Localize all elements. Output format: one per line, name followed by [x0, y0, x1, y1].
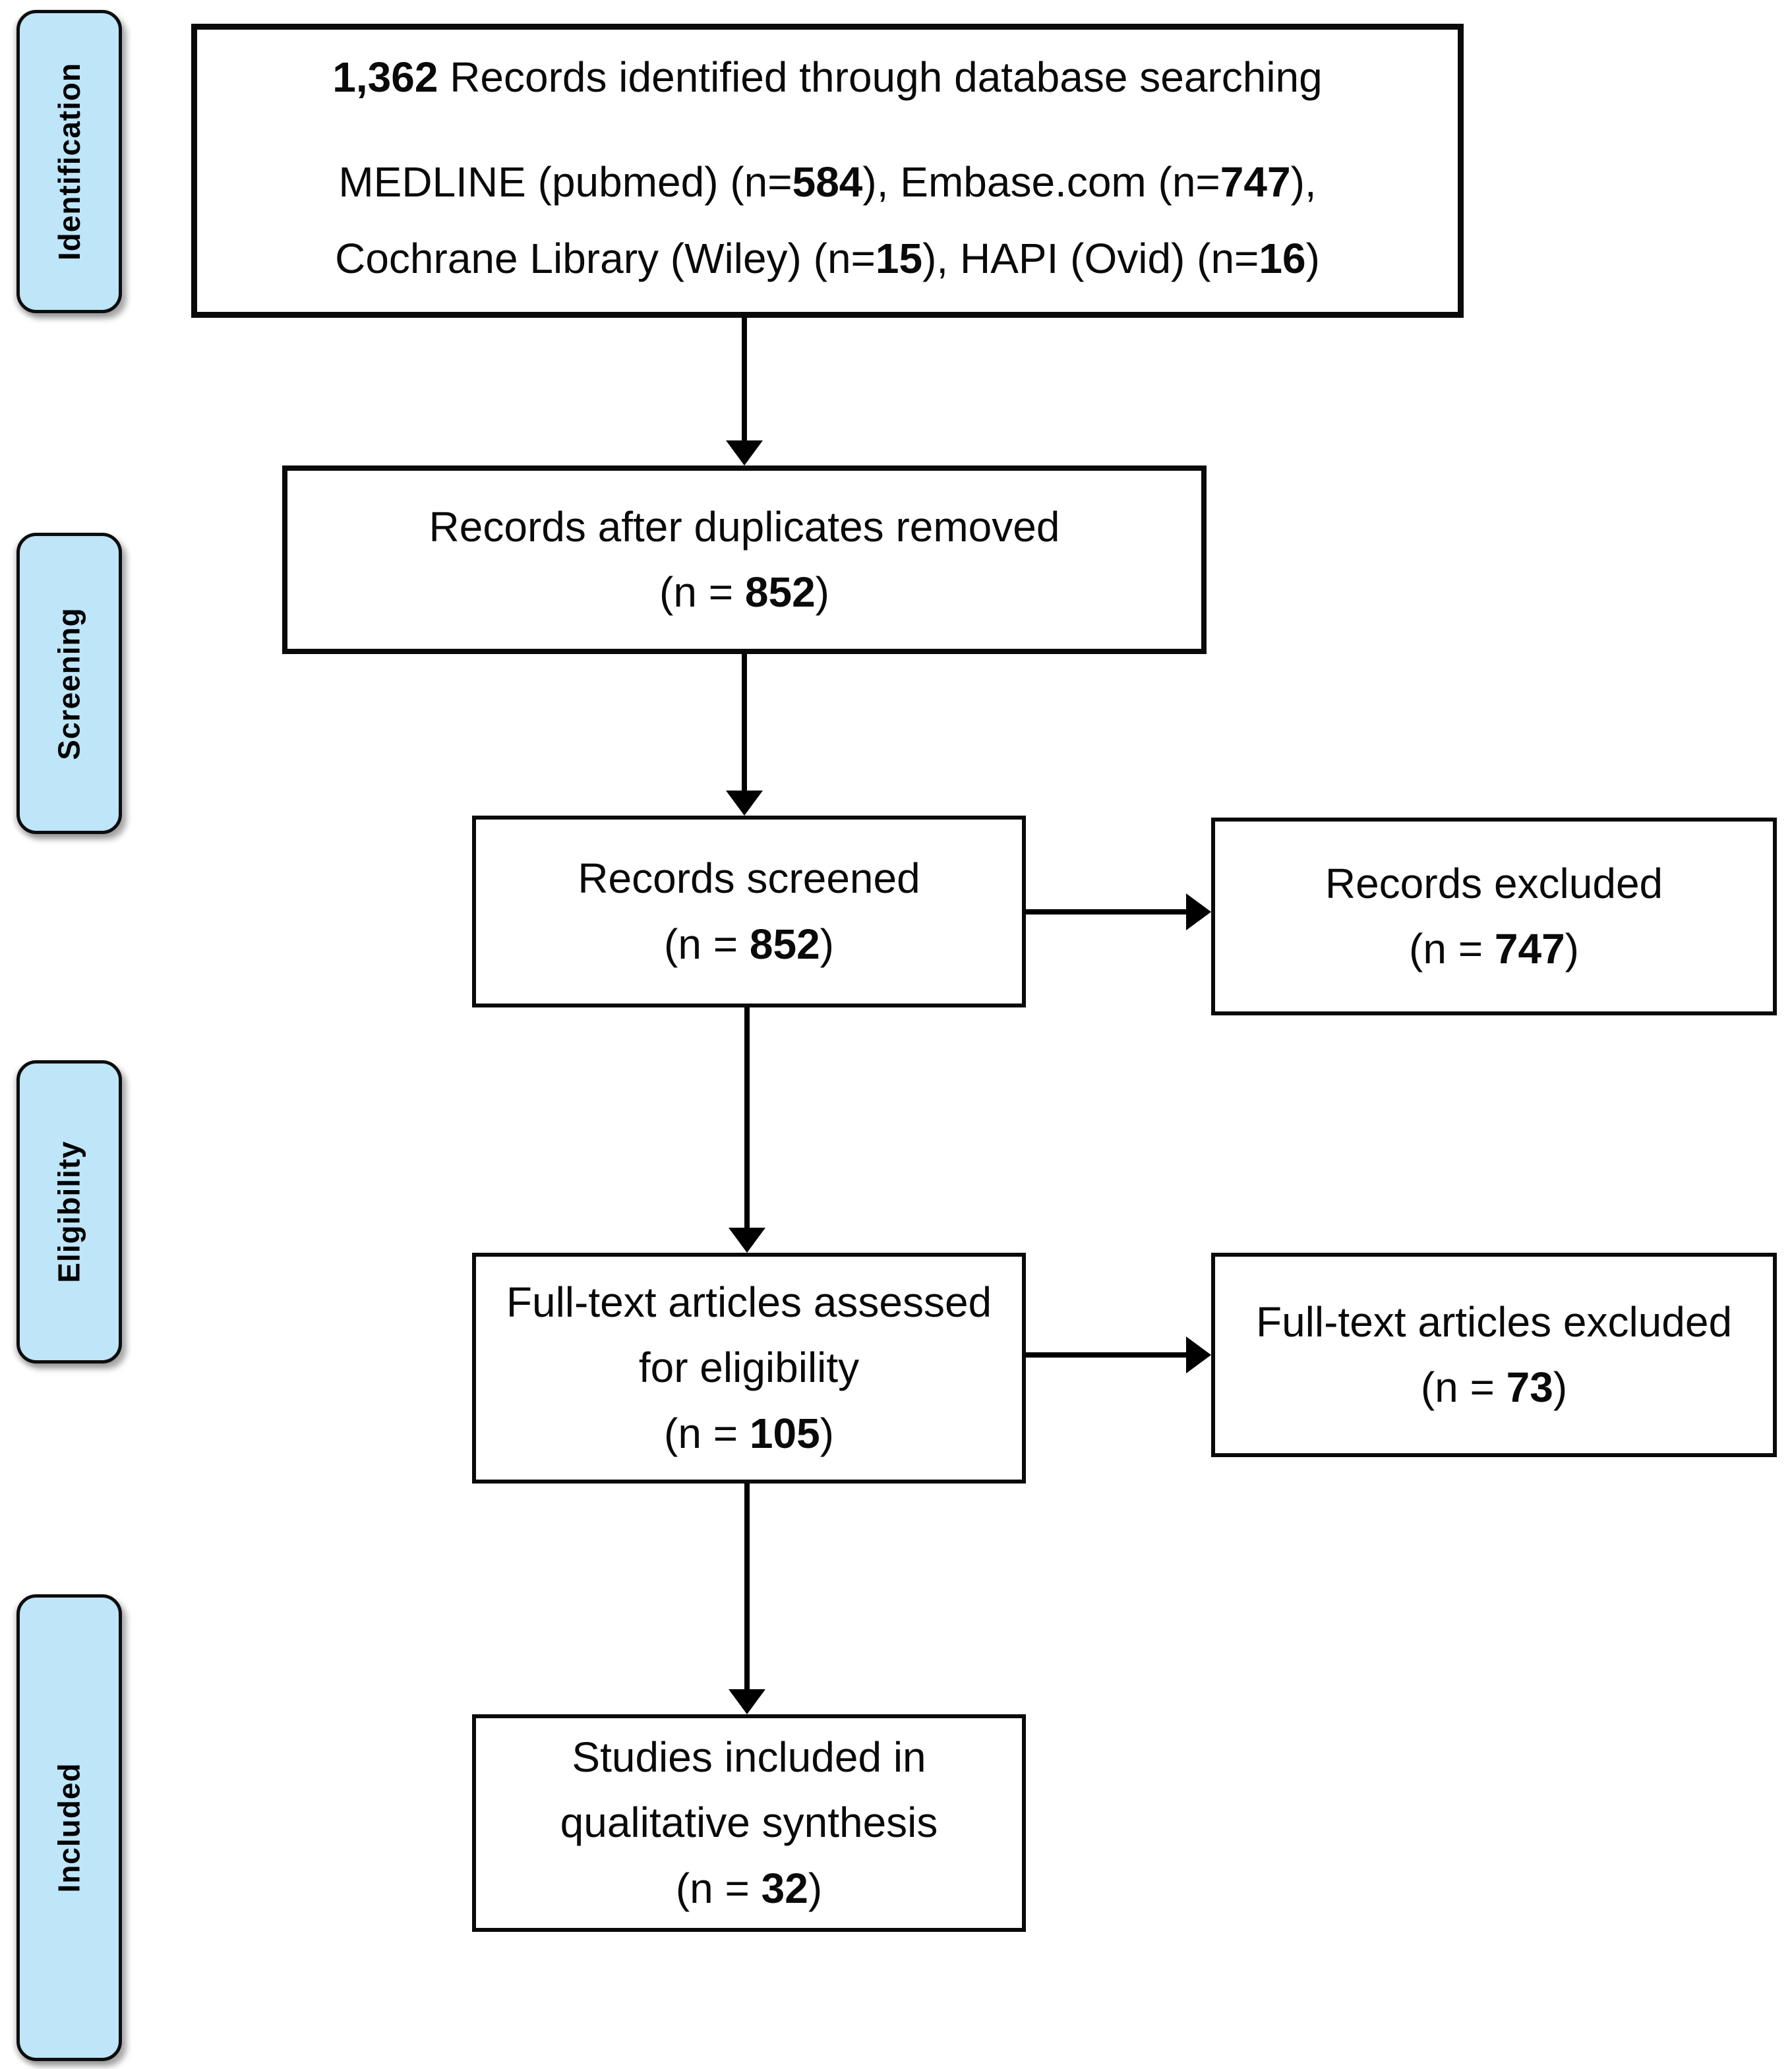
box-fulltext-excluded: Full-text articles excluded (n = 73): [1211, 1253, 1777, 1457]
arrow-head-down-icon: [726, 791, 763, 816]
arrow-line: [744, 1007, 750, 1230]
stage-bar-included: Included: [16, 1594, 122, 2061]
studies-included-n: (n = 32): [675, 1864, 823, 1912]
arrow-line: [1026, 1352, 1189, 1358]
stage-bar-identification: Identification: [16, 10, 122, 313]
fulltext-excluded-n: (n = 73): [1420, 1364, 1568, 1411]
records-screened-title: Records screened: [578, 855, 920, 903]
arrow-line: [742, 318, 747, 443]
stage-label-eligibility: Eligibility: [52, 1141, 86, 1283]
arrow-head-down-icon: [726, 440, 763, 465]
records-identified-count: 1,362: [332, 53, 438, 102]
records-screened-n: (n = 852): [664, 920, 834, 968]
records-identified-title: 1,362 Records identified through databas…: [332, 53, 1323, 102]
box-records-screened: Records screened (n = 852): [472, 816, 1026, 1007]
stage-label-identification: Identification: [52, 62, 87, 261]
arrow-line: [742, 654, 747, 793]
duplicates-removed-title: Records after duplicates removed: [429, 502, 1060, 551]
stage-bar-eligibility: Eligibility: [16, 1060, 122, 1364]
arrow-head-right-icon: [1186, 893, 1211, 930]
records-excluded-n: (n = 747): [1409, 925, 1579, 973]
arrow-head-right-icon: [1186, 1336, 1211, 1373]
fulltext-assessed-n: (n = 105): [664, 1409, 834, 1457]
arrow-line: [744, 1484, 750, 1692]
box-records-excluded: Records excluded (n = 747): [1211, 818, 1777, 1015]
fulltext-excluded-title: Full-text articles excluded: [1255, 1298, 1733, 1346]
records-identified-sources: MEDLINE (pubmed) (n=584), Embase.com (n=…: [335, 158, 1320, 282]
records-excluded-title: Records excluded: [1325, 859, 1663, 907]
stage-label-screening: Screening: [52, 607, 87, 760]
arrow-line: [1026, 909, 1189, 915]
arrow-head-down-icon: [729, 1228, 765, 1253]
stage-bar-screening: Screening: [16, 533, 122, 834]
box-records-identified: 1,362 Records identified through databas…: [191, 24, 1464, 318]
box-duplicates-removed: Records after duplicates removed (n = 85…: [282, 465, 1207, 654]
stage-label-included: Included: [52, 1762, 86, 1893]
duplicates-removed-n: (n = 852): [659, 568, 829, 616]
arrow-head-down-icon: [729, 1689, 765, 1714]
